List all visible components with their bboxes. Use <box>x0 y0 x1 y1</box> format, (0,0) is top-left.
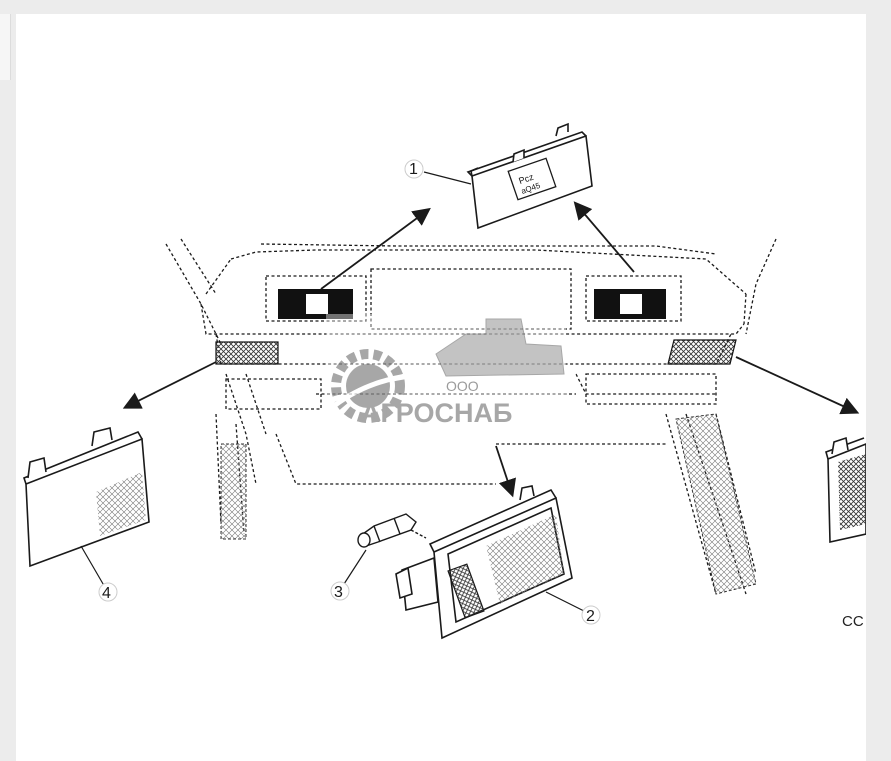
interior-light-diagram: Pcz aQ45 1 4 2 <box>23 122 866 640</box>
arrow-to-part-1-right <box>573 201 635 273</box>
watermark-prefix: ООО <box>446 378 479 394</box>
harvester-icon <box>435 318 565 377</box>
callout-2-circle <box>581 605 601 625</box>
callout-2: 2 <box>586 608 595 625</box>
part-3-bulb <box>357 513 427 548</box>
leader-3 <box>343 549 367 585</box>
callout-1-circle <box>404 159 424 179</box>
callout-1: 1 <box>409 161 418 178</box>
vent-grille-left <box>220 443 247 540</box>
roof-lamp-left <box>215 341 279 365</box>
console-lamp-left <box>278 289 353 319</box>
callout-4: 4 <box>102 585 111 602</box>
part-2-lamp-housing <box>395 485 573 640</box>
arrow-to-right-lens <box>735 356 860 415</box>
arrow-to-part-1-left <box>320 207 431 290</box>
agrosnab-watermark: ООО АГРОСНАБ <box>326 314 577 428</box>
sidebar-tab <box>0 14 11 80</box>
figure-code: CC <box>842 613 864 630</box>
arrow-to-part-4 <box>122 361 217 409</box>
vent-grille-right <box>675 413 757 595</box>
part-4-lens <box>23 427 150 568</box>
arrow-to-part-2 <box>495 445 516 498</box>
arrows <box>122 201 860 498</box>
gear-logo-icon <box>331 349 405 423</box>
callout-3-circle <box>330 581 350 601</box>
watermark-name: АГРОСНАБ <box>361 398 512 428</box>
leader-2 <box>545 591 585 612</box>
right-lens-partial <box>825 436 866 543</box>
lens-label-line1: Pcz <box>517 172 535 187</box>
console-lamp-right <box>594 289 666 319</box>
roof-lamp-right <box>667 339 737 365</box>
callout-4-circle <box>98 582 118 602</box>
part-1-lens: Pcz aQ45 <box>466 122 593 230</box>
leader-4 <box>80 545 107 590</box>
leader-1 <box>423 171 472 185</box>
image-panel: Pcz aQ45 1 4 2 <box>16 14 866 761</box>
callout-3: 3 <box>334 584 343 601</box>
